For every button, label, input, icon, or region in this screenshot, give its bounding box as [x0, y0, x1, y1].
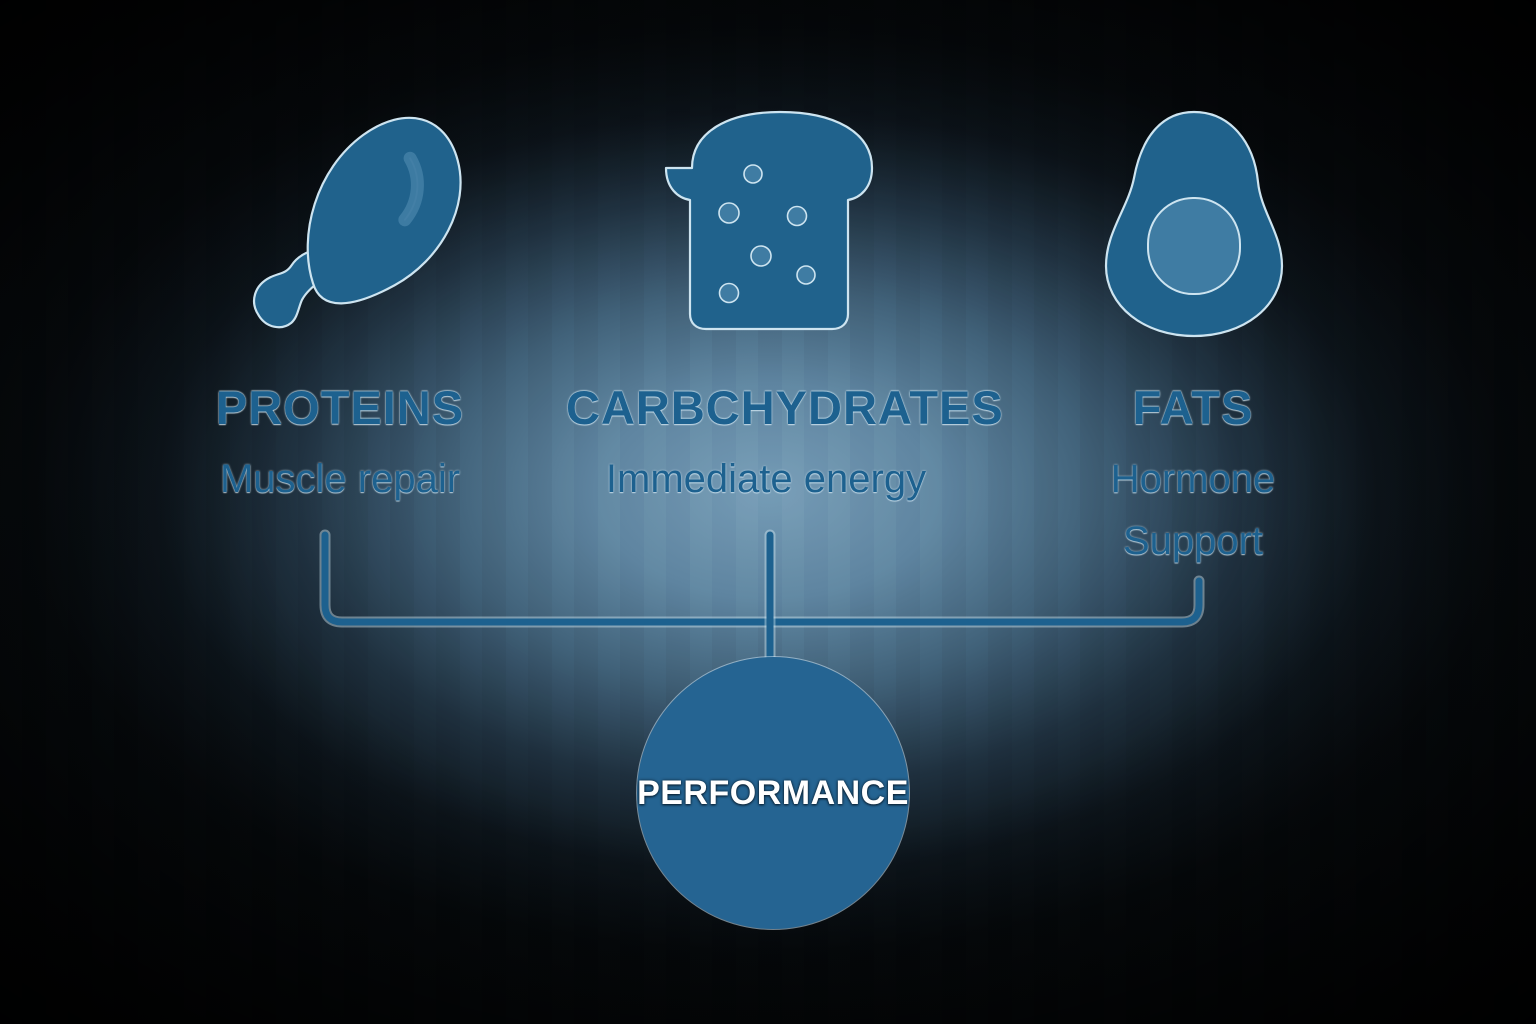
macro-label-carbchydrates: CARBCHYDRATES [566, 381, 1004, 434]
performance-label: PERFORMANCE [637, 773, 909, 812]
macro-description-fats-line1: Hormone [1110, 457, 1276, 501]
drumstick-icon [195, 100, 485, 340]
macro-label-proteins: PROTEINS [215, 381, 465, 434]
bread-slice-icon [648, 108, 888, 334]
macro-label-fats: FATS [1132, 381, 1254, 434]
macro-description-carbchydrates: Immediate energy [605, 457, 927, 501]
macro-description-proteins: Muscle repair [219, 457, 461, 501]
performance-node: PERFORMANCE [637, 657, 909, 929]
macro-description-fats-line2: Support [1122, 519, 1264, 563]
avocado-icon [1098, 108, 1288, 340]
